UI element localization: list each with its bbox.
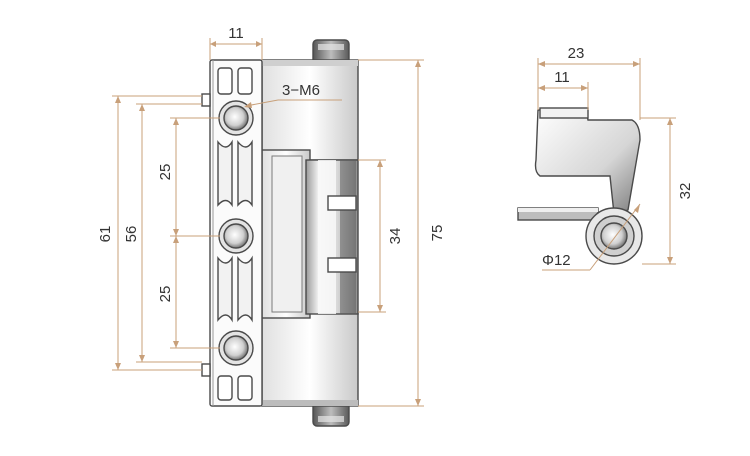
dim-top-width: 11	[209, 25, 263, 60]
mounting-hole-middle	[218, 218, 254, 254]
dim-side-top-width: 11	[538, 69, 589, 110]
dim-side-overall-width-text: 23	[568, 45, 585, 62]
dim-hole-callout-text: 3−M6	[282, 82, 320, 99]
dim-side-top-width-text: 11	[554, 69, 570, 86]
dim-overall-height: 75	[358, 59, 446, 407]
side-view	[517, 107, 643, 265]
bottom-screw-head	[312, 401, 350, 427]
dim-hole-pitch-upper-text: 25	[157, 164, 174, 181]
side-plate-highlight	[518, 208, 598, 212]
dim-side-height-text: 32	[677, 183, 694, 200]
dim-inner-hole-span-text: 56	[123, 226, 140, 243]
side-top-notch	[539, 107, 589, 119]
dim-pin-diameter: Φ12	[542, 203, 641, 271]
dim-hole-pitch-upper: 25	[157, 117, 220, 237]
front-dimensions: 11 3−M6 75 34	[97, 25, 446, 407]
dim-inner-hole-span: 56	[123, 103, 202, 363]
middle-leaf	[261, 149, 359, 319]
mounting-hole-bottom	[218, 330, 254, 366]
dim-side-height: 32	[640, 117, 694, 265]
dim-outer-hole-span: 61	[97, 95, 202, 371]
dim-leaf-height: 34	[358, 159, 404, 313]
dim-overall-height-text: 75	[429, 225, 446, 242]
upper-knuckle	[261, 59, 359, 161]
side-dimensions: 23 11 32 Φ12	[537, 45, 694, 271]
dim-pin-diameter-text: Φ12	[542, 252, 571, 269]
dim-side-overall-width: 23	[537, 45, 641, 120]
dim-hole-pitch-lower-text: 25	[157, 286, 174, 303]
dim-outer-hole-span-text: 61	[97, 226, 114, 243]
front-view	[201, 39, 359, 427]
lower-knuckle	[261, 311, 359, 407]
side-leaf-body	[534, 109, 641, 215]
dim-hole-callout: 3−M6	[244, 82, 342, 108]
top-screw-head	[312, 39, 350, 65]
dim-top-width-text: 11	[228, 25, 244, 42]
mounting-hole-top	[218, 100, 254, 136]
dim-hole-pitch-lower: 25	[157, 236, 220, 349]
dim-leaf-height-text: 34	[387, 228, 404, 245]
